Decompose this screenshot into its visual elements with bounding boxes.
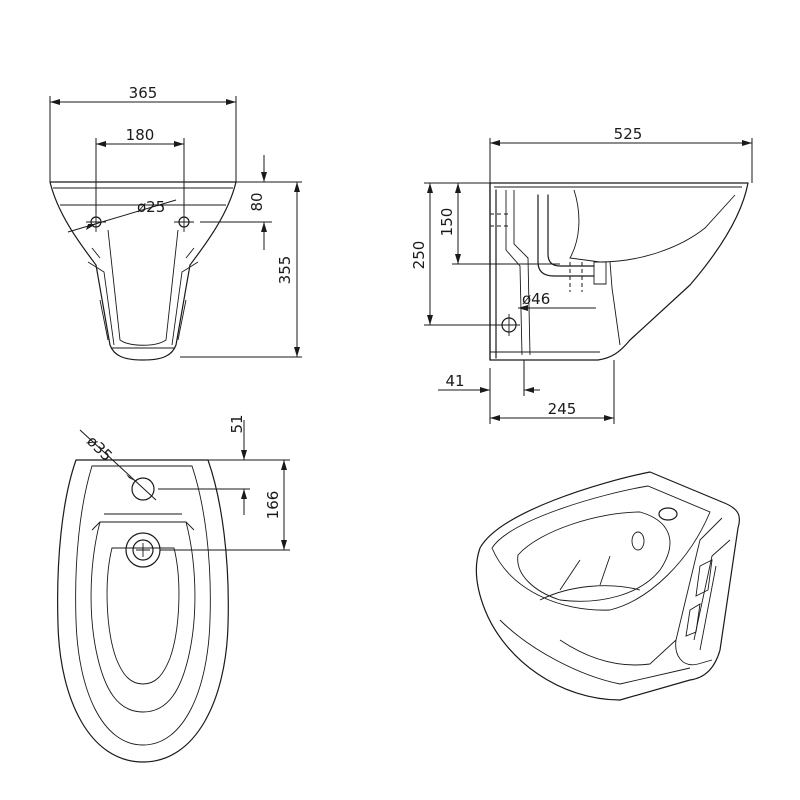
dim-dia25: ø25 — [137, 198, 165, 216]
dim-245: 245 — [548, 400, 577, 418]
side-view — [489, 182, 749, 361]
front-view — [49, 181, 237, 361]
perspective-view — [475, 471, 741, 701]
dim-150: 150 — [438, 208, 456, 237]
top-view-dimensions: ø35 51 166 — [79, 414, 290, 551]
side-view-dimensions: 525 150 250 ø46 41 245 — [410, 125, 753, 424]
dim-dia46: ø46 — [522, 290, 550, 308]
top-view — [57, 459, 229, 763]
dim-525: 525 — [614, 125, 643, 143]
dim-80: 80 — [248, 192, 266, 211]
dim-355: 355 — [276, 256, 294, 285]
dim-41: 41 — [445, 372, 464, 390]
dim-250: 250 — [410, 241, 428, 270]
dim-180: 180 — [126, 126, 155, 144]
front-view-dimensions: 365 180 ø25 80 355 — [49, 84, 302, 358]
dim-51: 51 — [228, 414, 246, 433]
dim-365: 365 — [129, 84, 158, 102]
dim-166: 166 — [264, 491, 282, 520]
